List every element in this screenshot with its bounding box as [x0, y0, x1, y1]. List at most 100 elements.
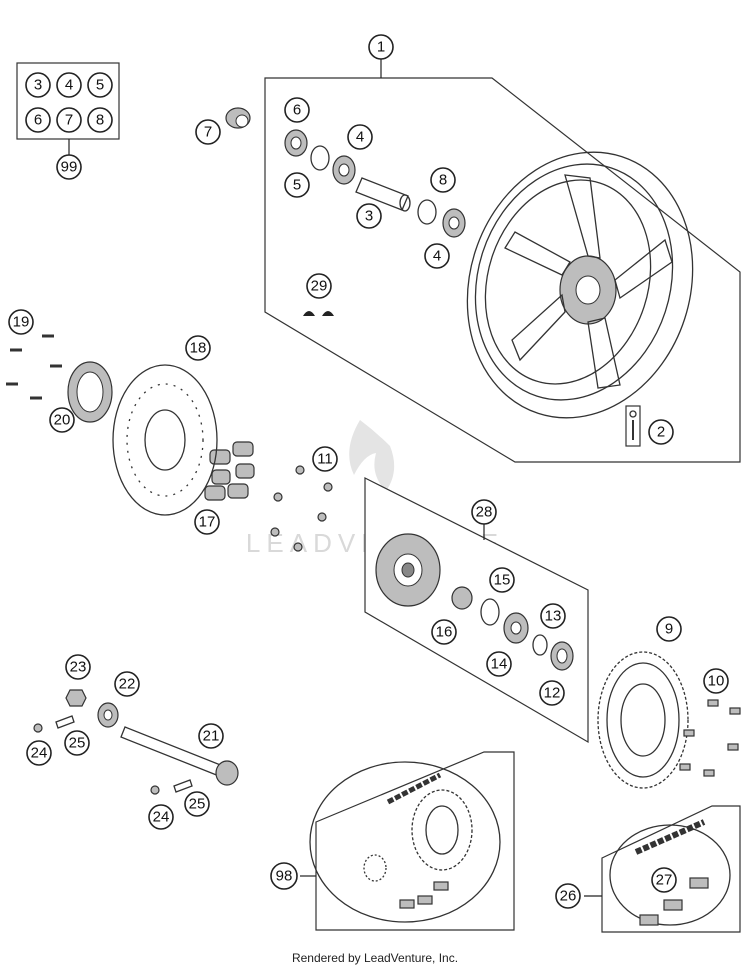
- svg-text:11: 11: [317, 451, 333, 468]
- kit-box: 3 4 5 6 7 8: [16, 62, 120, 155]
- circlip-15: [480, 598, 500, 626]
- callout-12: 12: [539, 680, 565, 706]
- callout-25a: 25: [64, 730, 90, 756]
- callout-9: 9: [656, 616, 682, 642]
- callout-11: 11: [312, 446, 338, 472]
- svg-text:25: 25: [189, 796, 206, 813]
- callout-25b: 25: [184, 791, 210, 817]
- callout-17: 17: [194, 509, 220, 535]
- disc-adapter: [67, 361, 113, 423]
- kit-grid-6: 6: [25, 107, 51, 133]
- svg-text:98: 98: [276, 868, 293, 885]
- callout-5: 5: [284, 172, 310, 198]
- callout-19: 19: [8, 309, 34, 335]
- callout-23: 23: [65, 654, 91, 680]
- axle-nut: [65, 689, 87, 707]
- svg-text:8: 8: [96, 112, 104, 129]
- svg-text:9: 9: [665, 621, 673, 638]
- svg-text:5: 5: [96, 77, 104, 94]
- callout-99: 99: [56, 154, 82, 180]
- render-credit: Rendered by LeadVenture, Inc.: [291, 951, 459, 965]
- svg-text:7: 7: [204, 124, 212, 141]
- kit-grid-8: 8: [87, 107, 113, 133]
- callout-21: 21: [198, 723, 224, 749]
- svg-text:27: 27: [656, 872, 673, 889]
- chain-kit-panel: [300, 751, 515, 931]
- svg-text:19: 19: [13, 314, 30, 331]
- brake-disc: [112, 364, 218, 516]
- balance-weight-b: [322, 311, 334, 316]
- callout-98: 98: [270, 862, 298, 890]
- svg-text:6: 6: [293, 102, 301, 119]
- kit-grid-3: 3: [25, 72, 51, 98]
- nuts: [270, 465, 333, 552]
- callout-2: 2: [648, 419, 674, 445]
- cush-drive-dampers: [204, 441, 255, 501]
- svg-text:21: 21: [203, 728, 220, 745]
- callout-13: 13: [540, 603, 566, 629]
- svg-text:8: 8: [439, 172, 447, 189]
- svg-text:13: 13: [545, 608, 562, 625]
- balance-weight-a: [303, 311, 315, 316]
- callout-8: 8: [430, 167, 456, 193]
- svg-text:14: 14: [491, 656, 508, 673]
- spacer-ring-8: [417, 199, 437, 225]
- callout-3: 3: [356, 203, 382, 229]
- svg-text:28: 28: [476, 504, 493, 521]
- rear-wheel: [466, 151, 694, 419]
- callout-7: 7: [195, 119, 221, 145]
- disc-screws: [6, 334, 62, 400]
- callout-18: 18: [185, 335, 211, 361]
- kit-grid-7: 7: [56, 107, 82, 133]
- callout-29: 29: [306, 273, 332, 299]
- svg-text:24: 24: [31, 745, 48, 762]
- svg-text:4: 4: [356, 129, 364, 146]
- svg-text:18: 18: [190, 340, 207, 357]
- callout-10: 10: [703, 668, 729, 694]
- spacer-13: [532, 634, 548, 656]
- callout-1: 1: [368, 34, 394, 60]
- callout-26: 26: [555, 883, 581, 909]
- wheel-spindle: [120, 726, 239, 786]
- wheel-panel: [264, 59, 741, 463]
- svg-text:4: 4: [65, 77, 73, 94]
- svg-text:22: 22: [119, 676, 136, 693]
- svg-text:16: 16: [436, 624, 453, 641]
- callout-22: 22: [114, 671, 140, 697]
- svg-text:23: 23: [70, 659, 87, 676]
- svg-text:26: 26: [560, 888, 577, 905]
- valve-box: [625, 405, 641, 447]
- callout-28: 28: [471, 499, 497, 525]
- callout-4b: 4: [424, 243, 450, 269]
- sprocket-bolts: [679, 699, 741, 777]
- callout-27: 27: [651, 867, 677, 893]
- svg-text:2: 2: [657, 424, 665, 441]
- rear-sprocket: [597, 651, 689, 789]
- svg-text:20: 20: [54, 412, 71, 429]
- callout-6: 6: [284, 97, 310, 123]
- kit-grid-4: 4: [56, 72, 82, 98]
- svg-text:15: 15: [494, 572, 511, 589]
- svg-text:99: 99: [61, 159, 78, 176]
- callout-16: 16: [431, 619, 457, 645]
- svg-text:25: 25: [69, 735, 86, 752]
- kit-grid-5: 5: [87, 72, 113, 98]
- bolt-25b: [173, 779, 193, 793]
- svg-text:3: 3: [365, 208, 373, 225]
- svg-text:6: 6: [34, 112, 42, 129]
- hub-panel: [364, 477, 589, 744]
- svg-text:5: 5: [293, 177, 301, 194]
- nut-24b: [150, 785, 160, 795]
- svg-text:7: 7: [65, 112, 73, 129]
- callout-20: 20: [49, 407, 75, 433]
- svg-text:17: 17: [199, 514, 216, 531]
- bolt-25a: [55, 715, 75, 729]
- callout-24a: 24: [26, 740, 52, 766]
- nut-24a: [33, 723, 43, 733]
- collar: [225, 107, 251, 129]
- svg-text:12: 12: [544, 685, 561, 702]
- callout-15: 15: [489, 567, 515, 593]
- callout-24b: 24: [148, 804, 174, 830]
- callout-4a: 4: [347, 124, 373, 150]
